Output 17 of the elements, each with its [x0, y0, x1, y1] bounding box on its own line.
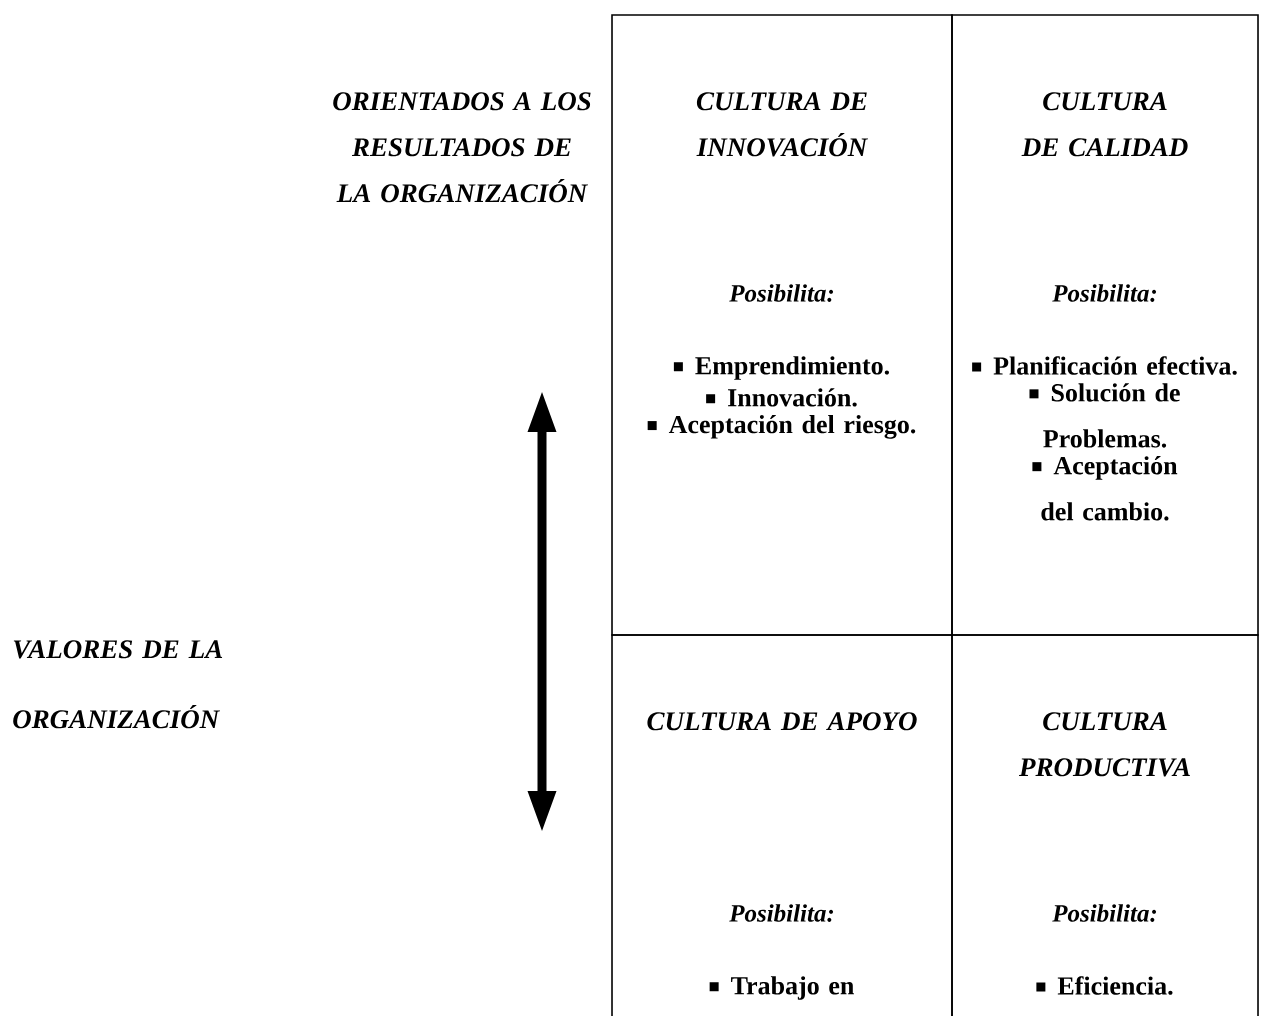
cell-heading: CULTURA PRODUCTIVA	[1019, 712, 1190, 777]
bullet-item: Trabajo en	[709, 976, 854, 1000]
cell-heading: CULTURA DE CALIDAD	[1021, 92, 1188, 157]
cell-heading: CULTURA DE INNOVACIÓN	[696, 92, 869, 157]
cell-subheading: Posibilita:	[729, 284, 834, 302]
cell-subheading: Posibilita:	[1052, 904, 1157, 922]
cell-subheading: Posibilita:	[729, 904, 834, 922]
bullet-item: Aceptación del riesgo.	[647, 415, 916, 439]
axis-label: VALORES DE LA ORGANIZACIÓN	[13, 640, 223, 729]
bullet-item: Aceptación del cambio.	[1032, 456, 1178, 521]
cell-heading: CULTURA DE APOYO	[647, 712, 917, 731]
cell-subheading: Posibilita:	[1052, 284, 1157, 302]
bullet-item: Solución de Problemas.	[1029, 383, 1180, 448]
bullet-item: Innovación.	[706, 388, 857, 407]
bullet-item: Emprendimiento.	[673, 356, 889, 380]
bullet-item: Eficiencia.	[1036, 976, 1173, 995]
bullet-item: Planificación efectiva.	[972, 356, 1237, 375]
